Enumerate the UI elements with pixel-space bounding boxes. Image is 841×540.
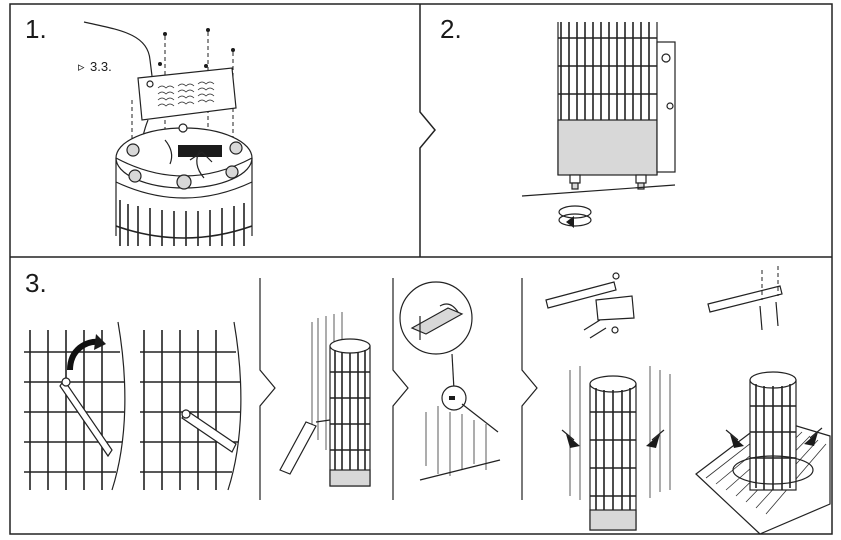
step-3-label: 3. bbox=[25, 268, 47, 298]
arrow-floor-right-icon bbox=[804, 432, 818, 446]
heater-side-view bbox=[521, 22, 676, 197]
outer-frame bbox=[9, 3, 833, 535]
sub-divider-2 bbox=[392, 278, 409, 500]
sub-divider-1 bbox=[259, 278, 276, 500]
wall-bracket-detail bbox=[399, 281, 501, 481]
arrow-floor-left-icon bbox=[730, 434, 744, 448]
bracket-parts-floor bbox=[707, 266, 783, 331]
heater-corner-install bbox=[561, 366, 671, 531]
grid-closeup-bracket-down bbox=[140, 321, 242, 491]
section-reference-arrow: ▹ bbox=[78, 59, 85, 74]
step-1-label: 1. bbox=[25, 14, 47, 44]
heater-wall-level bbox=[279, 312, 371, 487]
terminal-cover-plate bbox=[137, 67, 237, 121]
arrow-left-icon bbox=[566, 434, 580, 448]
grid-closeup-remove-bracket bbox=[24, 321, 126, 491]
heater-floor-install bbox=[695, 371, 831, 535]
panel-1-2-divider bbox=[419, 4, 436, 257]
section-reference: 3.3. bbox=[90, 59, 112, 74]
panel-step-2: 2. bbox=[440, 14, 676, 228]
panel-step-1: 1. ▹ 3.3. bbox=[25, 14, 253, 246]
panel-step-3: 3. bbox=[24, 266, 831, 535]
power-cable bbox=[83, 21, 153, 77]
heater-top-open bbox=[115, 123, 253, 246]
arrow-right-icon bbox=[646, 434, 660, 448]
sub-divider-3 bbox=[521, 278, 538, 500]
step-2-label: 2. bbox=[440, 14, 462, 44]
rotate-arrow-icon bbox=[558, 205, 592, 228]
bracket-parts-corner bbox=[545, 272, 635, 339]
